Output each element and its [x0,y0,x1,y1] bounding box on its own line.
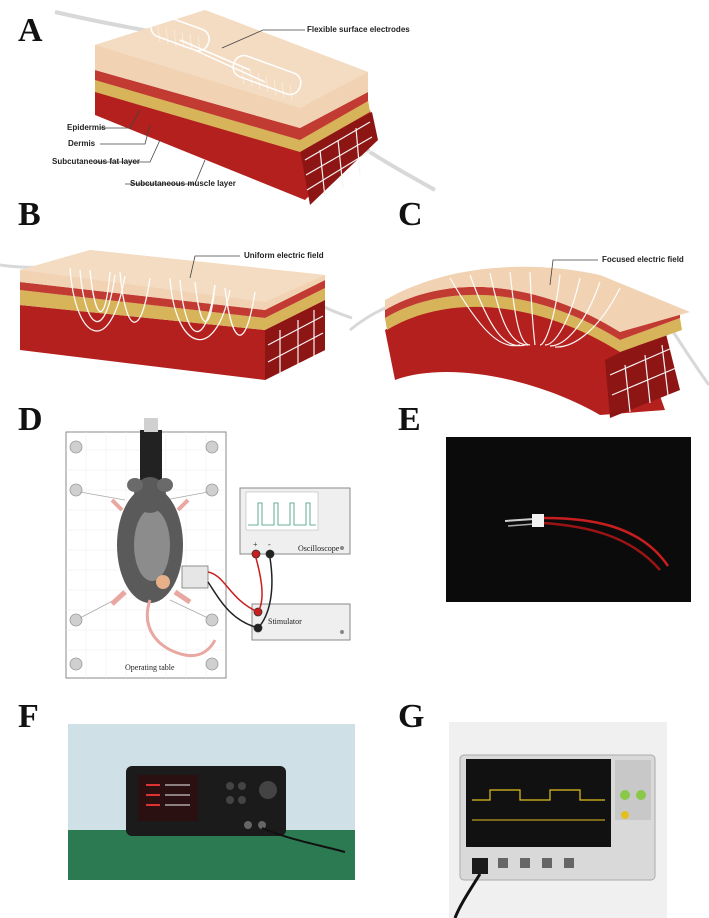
minus-terminal-label: - [268,540,271,549]
oscilloscope-label: Oscilloscope [298,544,340,553]
panel-label-c: C [398,196,423,233]
stimulator-label: Stimulator [268,617,302,626]
panel-label-d: D [18,401,43,438]
plus-terminal-label: + [253,540,258,549]
uniform-field-label: Uniform electric field [244,251,324,260]
panel-label-b: B [18,196,41,233]
fat-layer-label: Subcutaneous fat layer [52,157,141,166]
panel-label-e: E [398,401,421,438]
panel-label-f: F [18,698,39,735]
epidermis-label: Epidermis [67,123,106,132]
dermis-label: Dermis [68,139,96,148]
flexible-electrodes-label: Flexible surface electrodes [307,25,410,34]
operating-table-label: Operating table [125,663,175,672]
panel-label-g: G [398,698,425,735]
panel-label-a: A [18,12,43,49]
focused-field-label: Focused electric field [602,255,684,264]
muscle-layer-label: Subcutaneous muscle layer [130,179,236,188]
